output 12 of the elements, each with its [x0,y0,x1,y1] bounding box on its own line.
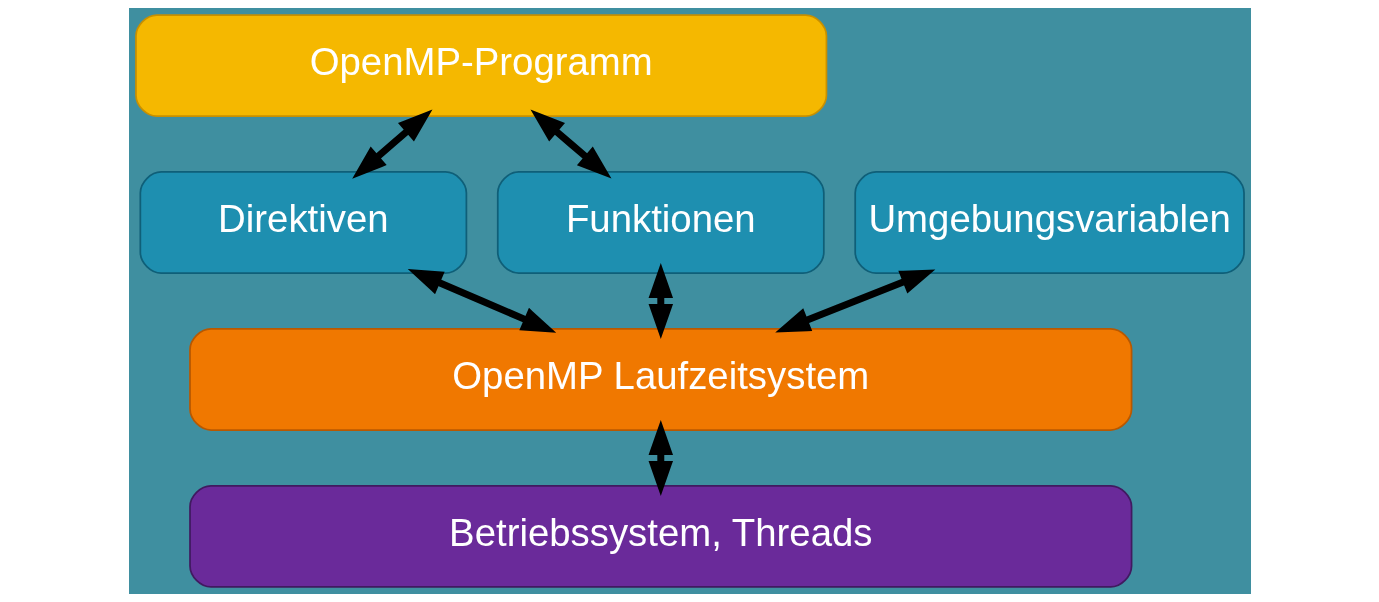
arrow [407,269,556,333]
arrow [351,109,432,179]
node-box: Direktiven [138,171,467,274]
node-box: OpenMP-Programm [134,14,827,118]
node-box: Betriebssystem, Threads [188,484,1132,588]
node-box: Funktionen [496,171,825,274]
arrow [648,420,673,496]
node-box: OpenMP Laufzeitsystem [188,328,1132,431]
arrow [648,263,673,339]
node-box: Umgebungsvariablen [853,171,1245,274]
arrow [530,109,611,179]
arrow [774,269,935,333]
